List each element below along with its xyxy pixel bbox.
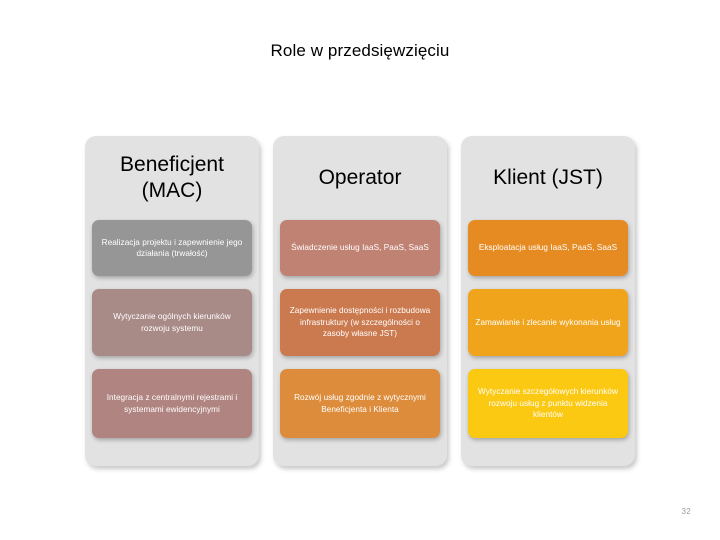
page-title: Role w przedsięwzięciu [270,41,450,60]
cell-klient-1: Eksploatacja usług IaaS, PaaS, SaaS [468,220,628,276]
cell-operator-2: Zapewnienie dostępności i rozbudowa infr… [280,289,440,356]
column-header-klient: Klient (JST) [493,166,603,189]
cell-klient-3: Wytyczanie szczegółowych kierunków rozwo… [468,369,628,438]
cell-operator-1: Świadczenie usług IaaS, PaaS, SaaS [280,220,440,276]
cell-klient-2: Zamawianie i zlecanie wykonania usług [468,289,628,356]
role-columns: Beneficjent (MAC) Realizacja projektu i … [85,136,635,466]
cell-beneficjent-2: Wytyczanie ogólnych kierunków rozwoju sy… [92,289,252,356]
column-header-beneficjent: Beneficjent (MAC) [120,153,224,202]
cell-beneficjent-1: Realizacja projektu i zapewnienie jego d… [92,220,252,276]
column-header-operator: Operator [318,166,402,189]
cell-beneficjent-3: Integracja z centralnymi rejestrami i sy… [92,369,252,438]
cell-operator-3: Rozwój usług zgodnie z wytycznymi Benefi… [280,369,440,438]
column-klient: Klient (JST) Eksploatacja usług IaaS, Pa… [461,136,635,466]
column-operator: Operator Świadczenie usług IaaS, PaaS, S… [273,136,447,466]
page-number: 32 [681,507,691,516]
column-beneficjent: Beneficjent (MAC) Realizacja projektu i … [85,136,259,466]
